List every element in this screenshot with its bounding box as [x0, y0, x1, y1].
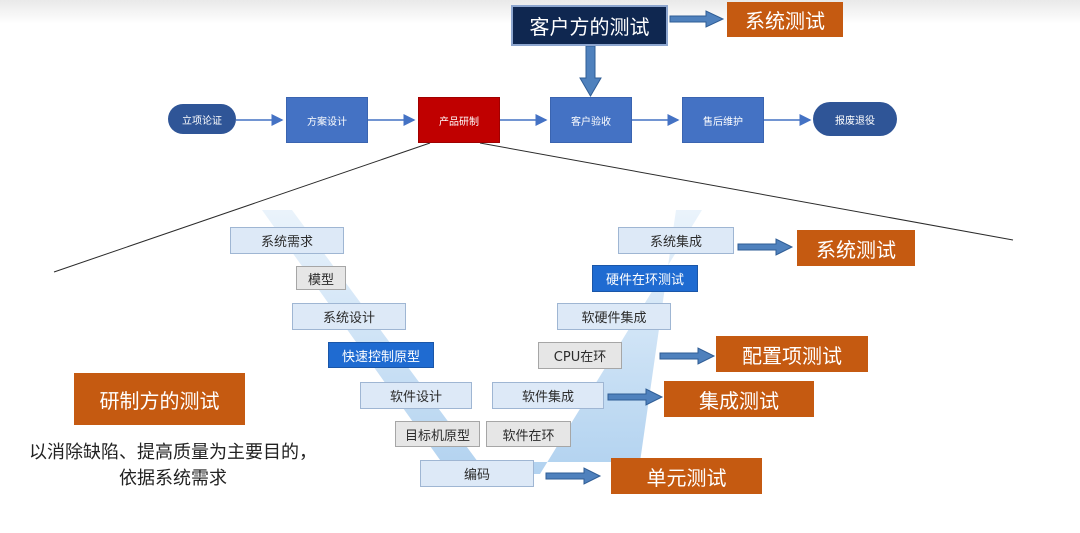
test-level-system: 系统测试	[797, 230, 915, 266]
v-hw-sw-integration: 软硬件集成	[557, 303, 671, 330]
v-software-in-loop: 软件在环	[486, 421, 571, 447]
v-coding: 编码	[420, 460, 534, 487]
down-block-arrow	[579, 45, 602, 97]
test-level-integration: 集成测试	[664, 381, 814, 417]
v-software-design: 软件设计	[360, 382, 472, 409]
lifecycle-end: 报废退役	[813, 102, 897, 136]
integration-test-arrow	[607, 388, 664, 406]
zoom-line-right	[479, 142, 1014, 241]
v-system-design: 系统设计	[292, 303, 406, 330]
v-software-integration: 软件集成	[492, 382, 604, 409]
v-hardware-in-loop-test: 硬件在环测试	[592, 265, 698, 292]
lifecycle-step-after-sales: 售后维护	[682, 97, 764, 143]
zoom-line-left	[53, 142, 431, 273]
developer-test-label: 研制方的测试	[74, 373, 245, 425]
developer-test-description: 以消除缺陷、提高质量为主要目的， 依据系统需求	[12, 440, 334, 492]
customer-test-arrow	[669, 10, 725, 28]
description-line-1: 以消除缺陷、提高质量为主要目的，	[29, 442, 317, 463]
customer-test-label: 客户方的测试	[511, 5, 668, 46]
lifecycle-start: 立项论证	[168, 104, 236, 134]
config-test-arrow	[659, 347, 716, 365]
lifecycle-step-solution-design: 方案设计	[286, 97, 368, 143]
v-target-prototype: 目标机原型	[395, 421, 480, 447]
test-level-unit: 单元测试	[611, 458, 762, 494]
v-model: 模型	[296, 266, 346, 290]
v-system-requirements: 系统需求	[230, 227, 344, 254]
v-system-integration: 系统集成	[618, 227, 734, 254]
v-rapid-control-prototype: 快速控制原型	[328, 342, 434, 368]
lifecycle-step-product-development: 产品研制	[418, 97, 500, 143]
test-level-config-item: 配置项测试	[716, 336, 868, 372]
description-line-2: 依据系统需求	[119, 468, 227, 489]
system-test-arrow	[737, 238, 794, 256]
lifecycle-step-customer-acceptance: 客户验收	[550, 97, 632, 143]
v-cpu-in-loop: CPU在环	[538, 342, 622, 369]
unit-test-arrow	[545, 467, 602, 485]
customer-system-test-box: 系统测试	[727, 2, 843, 37]
